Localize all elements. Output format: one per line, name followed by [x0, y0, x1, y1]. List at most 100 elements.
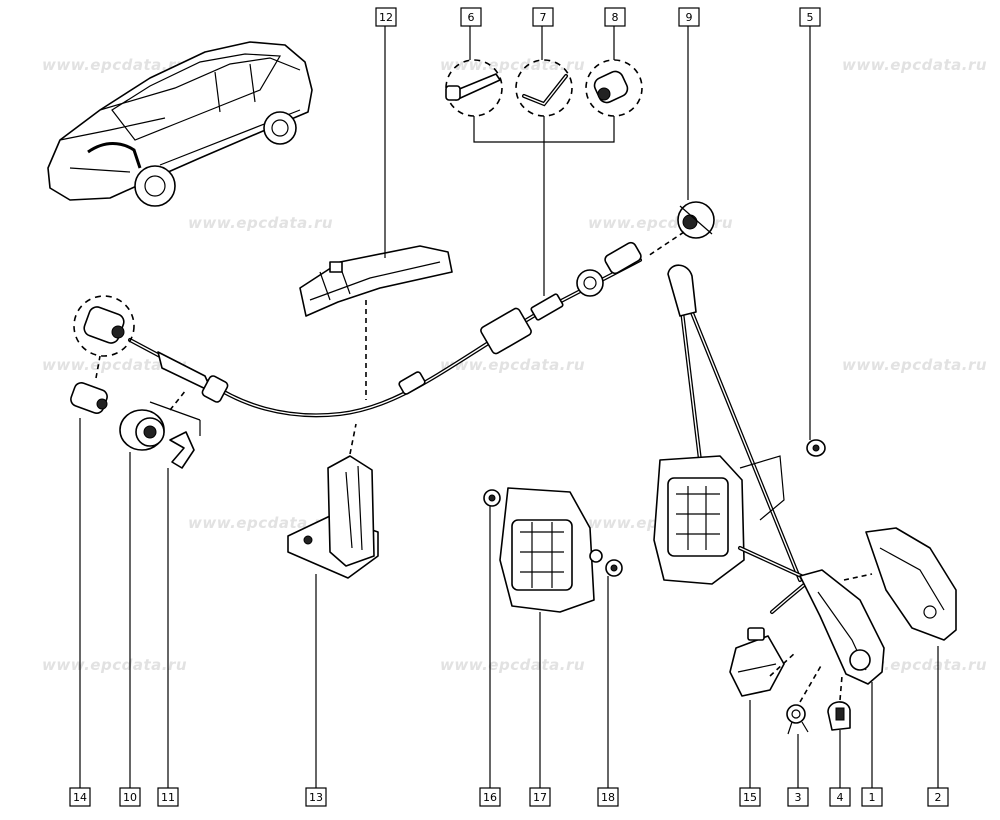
clip-11 — [169, 431, 195, 469]
callout-10: 10 — [119, 787, 141, 807]
washer-16 — [483, 489, 501, 507]
callout-number: 1 — [869, 791, 876, 804]
callout-17: 17 — [529, 787, 551, 807]
callout-15: 15 — [739, 787, 761, 807]
callout-number: 5 — [807, 11, 814, 24]
grommet-9 — [677, 201, 715, 239]
callout-box — [799, 7, 821, 27]
callout-box — [532, 7, 554, 27]
leader-dash — [799, 663, 823, 703]
callout-number: 10 — [123, 791, 137, 804]
callout-3: 3 — [787, 787, 809, 807]
callout-box — [69, 787, 91, 807]
callout-number: 11 — [161, 791, 175, 804]
watermark: www.epcdata.ru — [440, 356, 585, 374]
detail-7 — [515, 59, 573, 117]
seal-10 — [119, 409, 165, 451]
callout-number: 2 — [935, 791, 942, 804]
callout-box — [678, 7, 700, 27]
bushing-14 — [70, 382, 108, 414]
callout-number: 8 — [612, 11, 619, 24]
callout-box — [157, 787, 179, 807]
callout-7: 7 — [532, 7, 554, 27]
callout-14: 14 — [69, 787, 91, 807]
leader-dash — [769, 651, 797, 677]
leader-dash — [843, 573, 873, 581]
cover-2 — [865, 527, 957, 641]
callout-number: 6 — [468, 11, 475, 24]
callout-5: 5 — [799, 7, 821, 27]
watermark: www.epcdata.ru — [188, 214, 333, 232]
leader-dash — [169, 389, 187, 411]
clip-4 — [827, 701, 851, 731]
callout-12: 12 — [375, 7, 397, 27]
callout-number: 13 — [309, 791, 323, 804]
callout-number: 17 — [533, 791, 547, 804]
leader-dash — [839, 675, 843, 701]
gear-selector-cable — [128, 241, 642, 418]
callout-number: 9 — [686, 11, 693, 24]
callout-16: 16 — [479, 787, 501, 807]
callout-number: 3 — [795, 791, 802, 804]
callout-number: 12 — [379, 11, 393, 24]
callout-box — [119, 787, 141, 807]
watermark: www.epcdata.ru — [440, 656, 585, 674]
watermark: www.epcdata.ru — [42, 56, 187, 74]
callout-box — [460, 7, 482, 27]
callout-2: 2 — [927, 787, 949, 807]
callout-box — [829, 787, 851, 807]
detail-14 — [73, 295, 135, 357]
callout-9: 9 — [678, 7, 700, 27]
callout-box — [927, 787, 949, 807]
callout-1: 1 — [861, 787, 883, 807]
pedal-assembly — [653, 264, 814, 614]
callout-box — [529, 787, 551, 807]
switch-15 — [729, 627, 785, 697]
callout-13: 13 — [305, 787, 327, 807]
car-location-icon — [47, 41, 313, 207]
callout-box — [739, 787, 761, 807]
callout-18: 18 — [597, 787, 619, 807]
pedal-bracket-1 — [799, 569, 885, 685]
leader-dash — [95, 355, 101, 379]
leader-dash — [349, 423, 357, 455]
detail-8 — [585, 59, 643, 117]
cable-support-lower — [287, 455, 379, 579]
callout-6: 6 — [460, 7, 482, 27]
watermark: www.epcdata.ru — [842, 56, 987, 74]
watermark: www.epcdata.ru — [842, 356, 987, 374]
cable-guide-upper — [299, 245, 453, 317]
callout-number: 18 — [601, 791, 615, 804]
callout-box — [597, 787, 619, 807]
leader-line — [149, 401, 201, 436]
pedal-pad-17 — [499, 487, 595, 613]
callout-box — [305, 787, 327, 807]
washer-5 — [806, 439, 826, 457]
callout-4: 4 — [829, 787, 851, 807]
callout-number: 7 — [540, 11, 547, 24]
callout-box — [479, 787, 501, 807]
nut-18 — [589, 549, 623, 577]
callout-box — [375, 7, 397, 27]
callout-number: 16 — [483, 791, 497, 804]
watermark: www.epcdata.ru — [188, 514, 333, 532]
detail-6 — [445, 59, 503, 117]
callout-number: 15 — [743, 791, 757, 804]
watermark: www.epcdata.ru — [42, 356, 187, 374]
callout-box — [861, 787, 883, 807]
watermark: www.epcdata.ru — [440, 56, 585, 74]
leader-line — [473, 116, 615, 296]
watermark: www.epcdata.ru — [42, 656, 187, 674]
callout-11: 11 — [157, 787, 179, 807]
spring-3 — [786, 704, 809, 735]
callout-number: 4 — [837, 791, 844, 804]
callout-number: 14 — [73, 791, 87, 804]
callout-8: 8 — [604, 7, 626, 27]
leader-dash — [647, 231, 685, 257]
leader-lines — [79, 26, 939, 788]
callout-box — [604, 7, 626, 27]
callout-box — [787, 787, 809, 807]
